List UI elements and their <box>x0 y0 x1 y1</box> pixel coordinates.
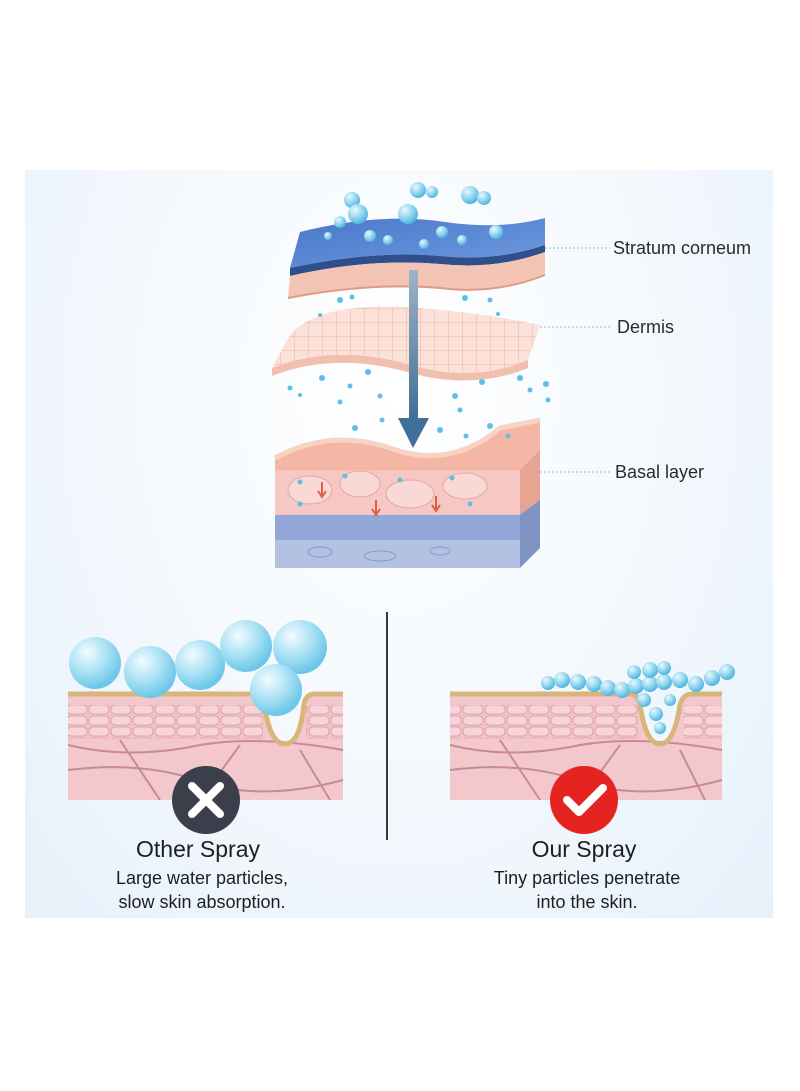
leader-lines <box>540 247 612 473</box>
mid-droplets <box>287 294 551 507</box>
checkmark-icon <box>550 766 618 834</box>
x-mark-icon <box>172 766 240 834</box>
label-dermis: Dermis <box>617 317 674 337</box>
label-stratum-corneum: Stratum corneum <box>613 238 752 258</box>
our-spray-title: Our Spray <box>531 836 637 862</box>
top-droplets <box>324 182 503 249</box>
comparison-divider <box>386 612 388 840</box>
penetration-arrow <box>409 270 418 420</box>
our-spray-desc-line1: Tiny particles penetrate <box>493 868 681 888</box>
our-spray-desc-line2: into the skin. <box>536 892 638 912</box>
other-spray-illustration <box>67 620 344 801</box>
label-basal-layer: Basal layer <box>615 462 705 482</box>
skin-layers-illustration <box>272 218 546 568</box>
other-spray-title: Other Spray <box>136 836 260 862</box>
other-spray-desc-line2: slow skin absorption. <box>118 892 286 912</box>
our-spray-illustration <box>449 661 735 801</box>
other-spray-desc-line1: Large water particles, <box>115 868 289 888</box>
stratum-corneum-layer <box>290 218 545 268</box>
